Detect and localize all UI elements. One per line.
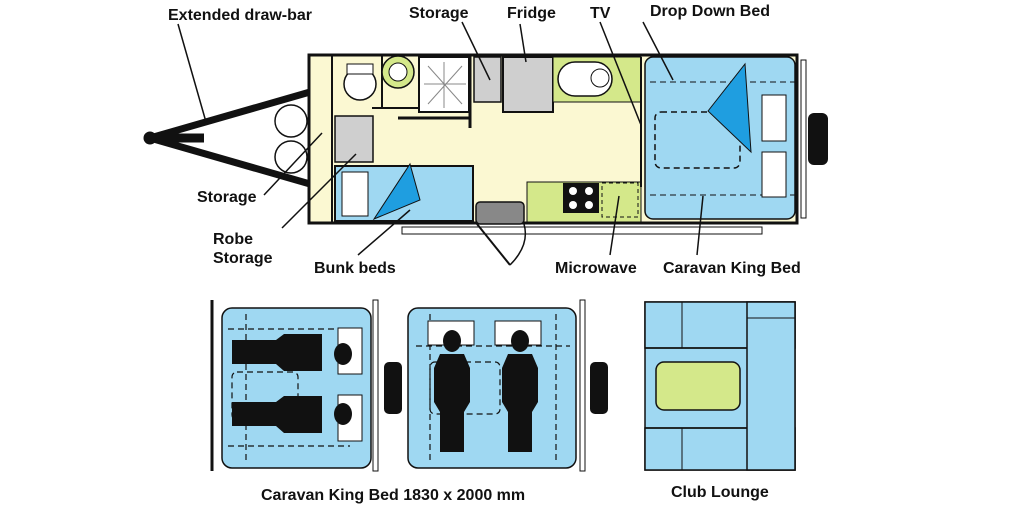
club-lounge-diagram <box>644 301 796 471</box>
label-robe-storage: Storage <box>213 250 273 267</box>
label-tv: TV <box>590 5 611 22</box>
label-bunk-beds: Bunk beds <box>314 260 396 277</box>
kitchen-counter <box>552 56 642 103</box>
king-bed-drop-down <box>644 56 796 220</box>
king-bed-diagram-left <box>210 299 402 472</box>
storage-top-cabinet <box>473 56 502 103</box>
robe-storage-cabinet <box>334 115 374 163</box>
king-bed-diagram-middle <box>407 299 608 472</box>
label-robe: Robe <box>213 231 253 248</box>
entry-door <box>475 201 527 266</box>
fridge <box>502 56 554 113</box>
label-extended-draw-bar: Extended draw-bar <box>168 7 313 24</box>
bunk-bed <box>334 162 474 222</box>
label-club-lounge: Club Lounge <box>671 484 769 501</box>
label-drop-down-bed: Drop Down Bed <box>650 3 770 20</box>
label-storage-top: Storage <box>409 5 469 22</box>
kitchen-cooktop <box>526 181 642 223</box>
label-storage-left: Storage <box>197 189 257 206</box>
label-caravan-king-bed: Caravan King Bed <box>663 260 801 277</box>
label-microwave: Microwave <box>555 260 637 277</box>
shower <box>398 55 472 128</box>
draw-bar <box>143 88 311 188</box>
leader-lines <box>177 21 704 256</box>
bathroom <box>343 55 420 109</box>
label-fridge: Fridge <box>507 5 556 22</box>
label-king-bed-caption: Caravan King Bed 1830 x 2000 mm <box>261 487 526 504</box>
